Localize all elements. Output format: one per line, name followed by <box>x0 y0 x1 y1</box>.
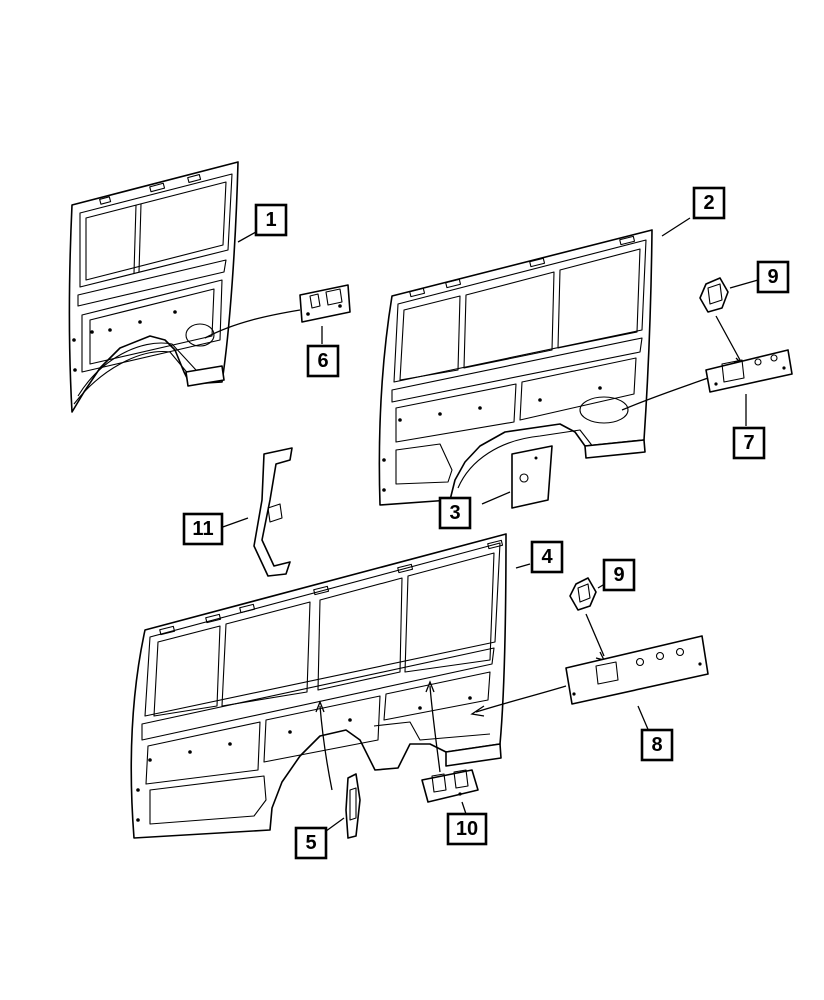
svg-text:8: 8 <box>651 734 662 756</box>
callout-1: 1 <box>254 203 288 237</box>
part-10-bracket <box>421 769 479 815</box>
svg-text:7: 7 <box>743 432 754 454</box>
svg-text:6: 6 <box>317 350 328 372</box>
callout-8: 8 <box>640 728 674 762</box>
svg-text:2: 2 <box>703 192 714 214</box>
callout-10: 10 <box>446 812 488 846</box>
callout-5: 5 <box>294 826 328 860</box>
callout-7: 7 <box>732 426 766 460</box>
side-panel-2 <box>378 229 653 506</box>
svg-text:4: 4 <box>541 546 553 568</box>
callout-4: 4 <box>530 540 564 574</box>
callout-9-lower: 9 <box>602 558 636 592</box>
callout-11: 11 <box>182 512 224 546</box>
callout-6: 6 <box>306 344 340 378</box>
part-5-pillar <box>321 773 361 839</box>
leader-lines <box>237 217 691 569</box>
svg-text:9: 9 <box>767 266 778 288</box>
part-9-clip-upper <box>699 277 759 363</box>
part-3-gusset <box>481 445 553 509</box>
svg-text:3: 3 <box>449 502 460 524</box>
part-9-clip-lower <box>569 577 609 661</box>
callout-9-upper: 9 <box>756 260 790 294</box>
svg-text:10: 10 <box>456 818 478 840</box>
svg-text:11: 11 <box>192 518 213 540</box>
callout-2: 2 <box>692 186 726 220</box>
callout-3: 3 <box>438 496 472 530</box>
part-7-bracket <box>621 349 793 426</box>
side-panel-4 <box>130 533 507 839</box>
svg-text:5: 5 <box>305 832 316 854</box>
part-11-strap <box>219 447 293 577</box>
side-panel-1 <box>68 161 239 413</box>
svg-text:1: 1 <box>265 209 276 231</box>
part-8-bracket <box>470 635 709 735</box>
svg-text:9: 9 <box>613 564 624 586</box>
part-6-bracket <box>204 284 351 339</box>
